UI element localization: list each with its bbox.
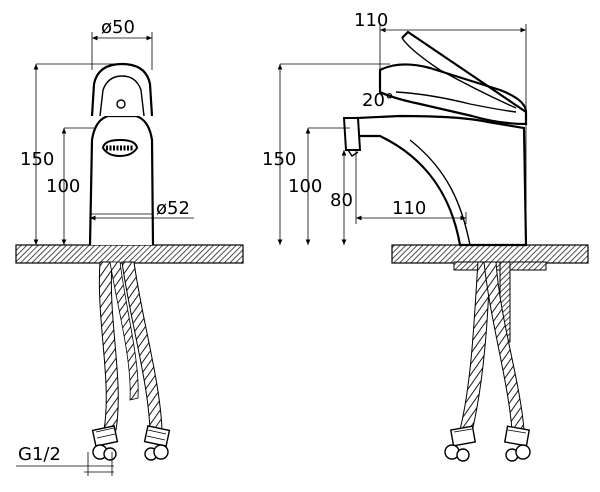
dim-total-height: 150 <box>20 149 54 170</box>
dim-spout-height: 100 <box>46 176 80 197</box>
front-view: ø50 150 100 ø52 G1/2 <box>15 17 244 476</box>
dim-top-diameter: ø50 <box>101 17 135 38</box>
front-hose-fitting-left <box>91 425 119 461</box>
dim-base-diameter: ø52 <box>156 198 190 219</box>
side-hose-left <box>459 261 491 433</box>
front-hose-middle <box>109 261 139 401</box>
dim-side-spout-height: 100 <box>288 176 322 197</box>
dim-spout-reach: 110 <box>392 198 426 219</box>
front-hose-left <box>98 261 119 431</box>
side-hose-fitting-right <box>503 425 531 462</box>
front-lever-inner <box>99 75 145 117</box>
front-indicator-icon <box>116 99 126 109</box>
dim-lever-reach: 110 <box>354 10 388 31</box>
front-faucet-body <box>88 114 155 246</box>
side-countertop <box>391 244 589 264</box>
dim-thread: G1/2 <box>18 444 61 465</box>
side-view: 110 20° 150 100 80 110 <box>262 10 589 462</box>
dim-lever-angle: 20° <box>362 90 394 111</box>
side-spout-tip <box>342 117 362 151</box>
front-countertop <box>15 244 244 264</box>
front-hose-fitting-right <box>143 425 171 461</box>
dim-side-total-height: 150 <box>262 149 296 170</box>
dim-outlet-height: 80 <box>330 190 353 211</box>
side-hose-fitting-left <box>444 425 477 462</box>
side-faucet-body <box>354 114 528 247</box>
